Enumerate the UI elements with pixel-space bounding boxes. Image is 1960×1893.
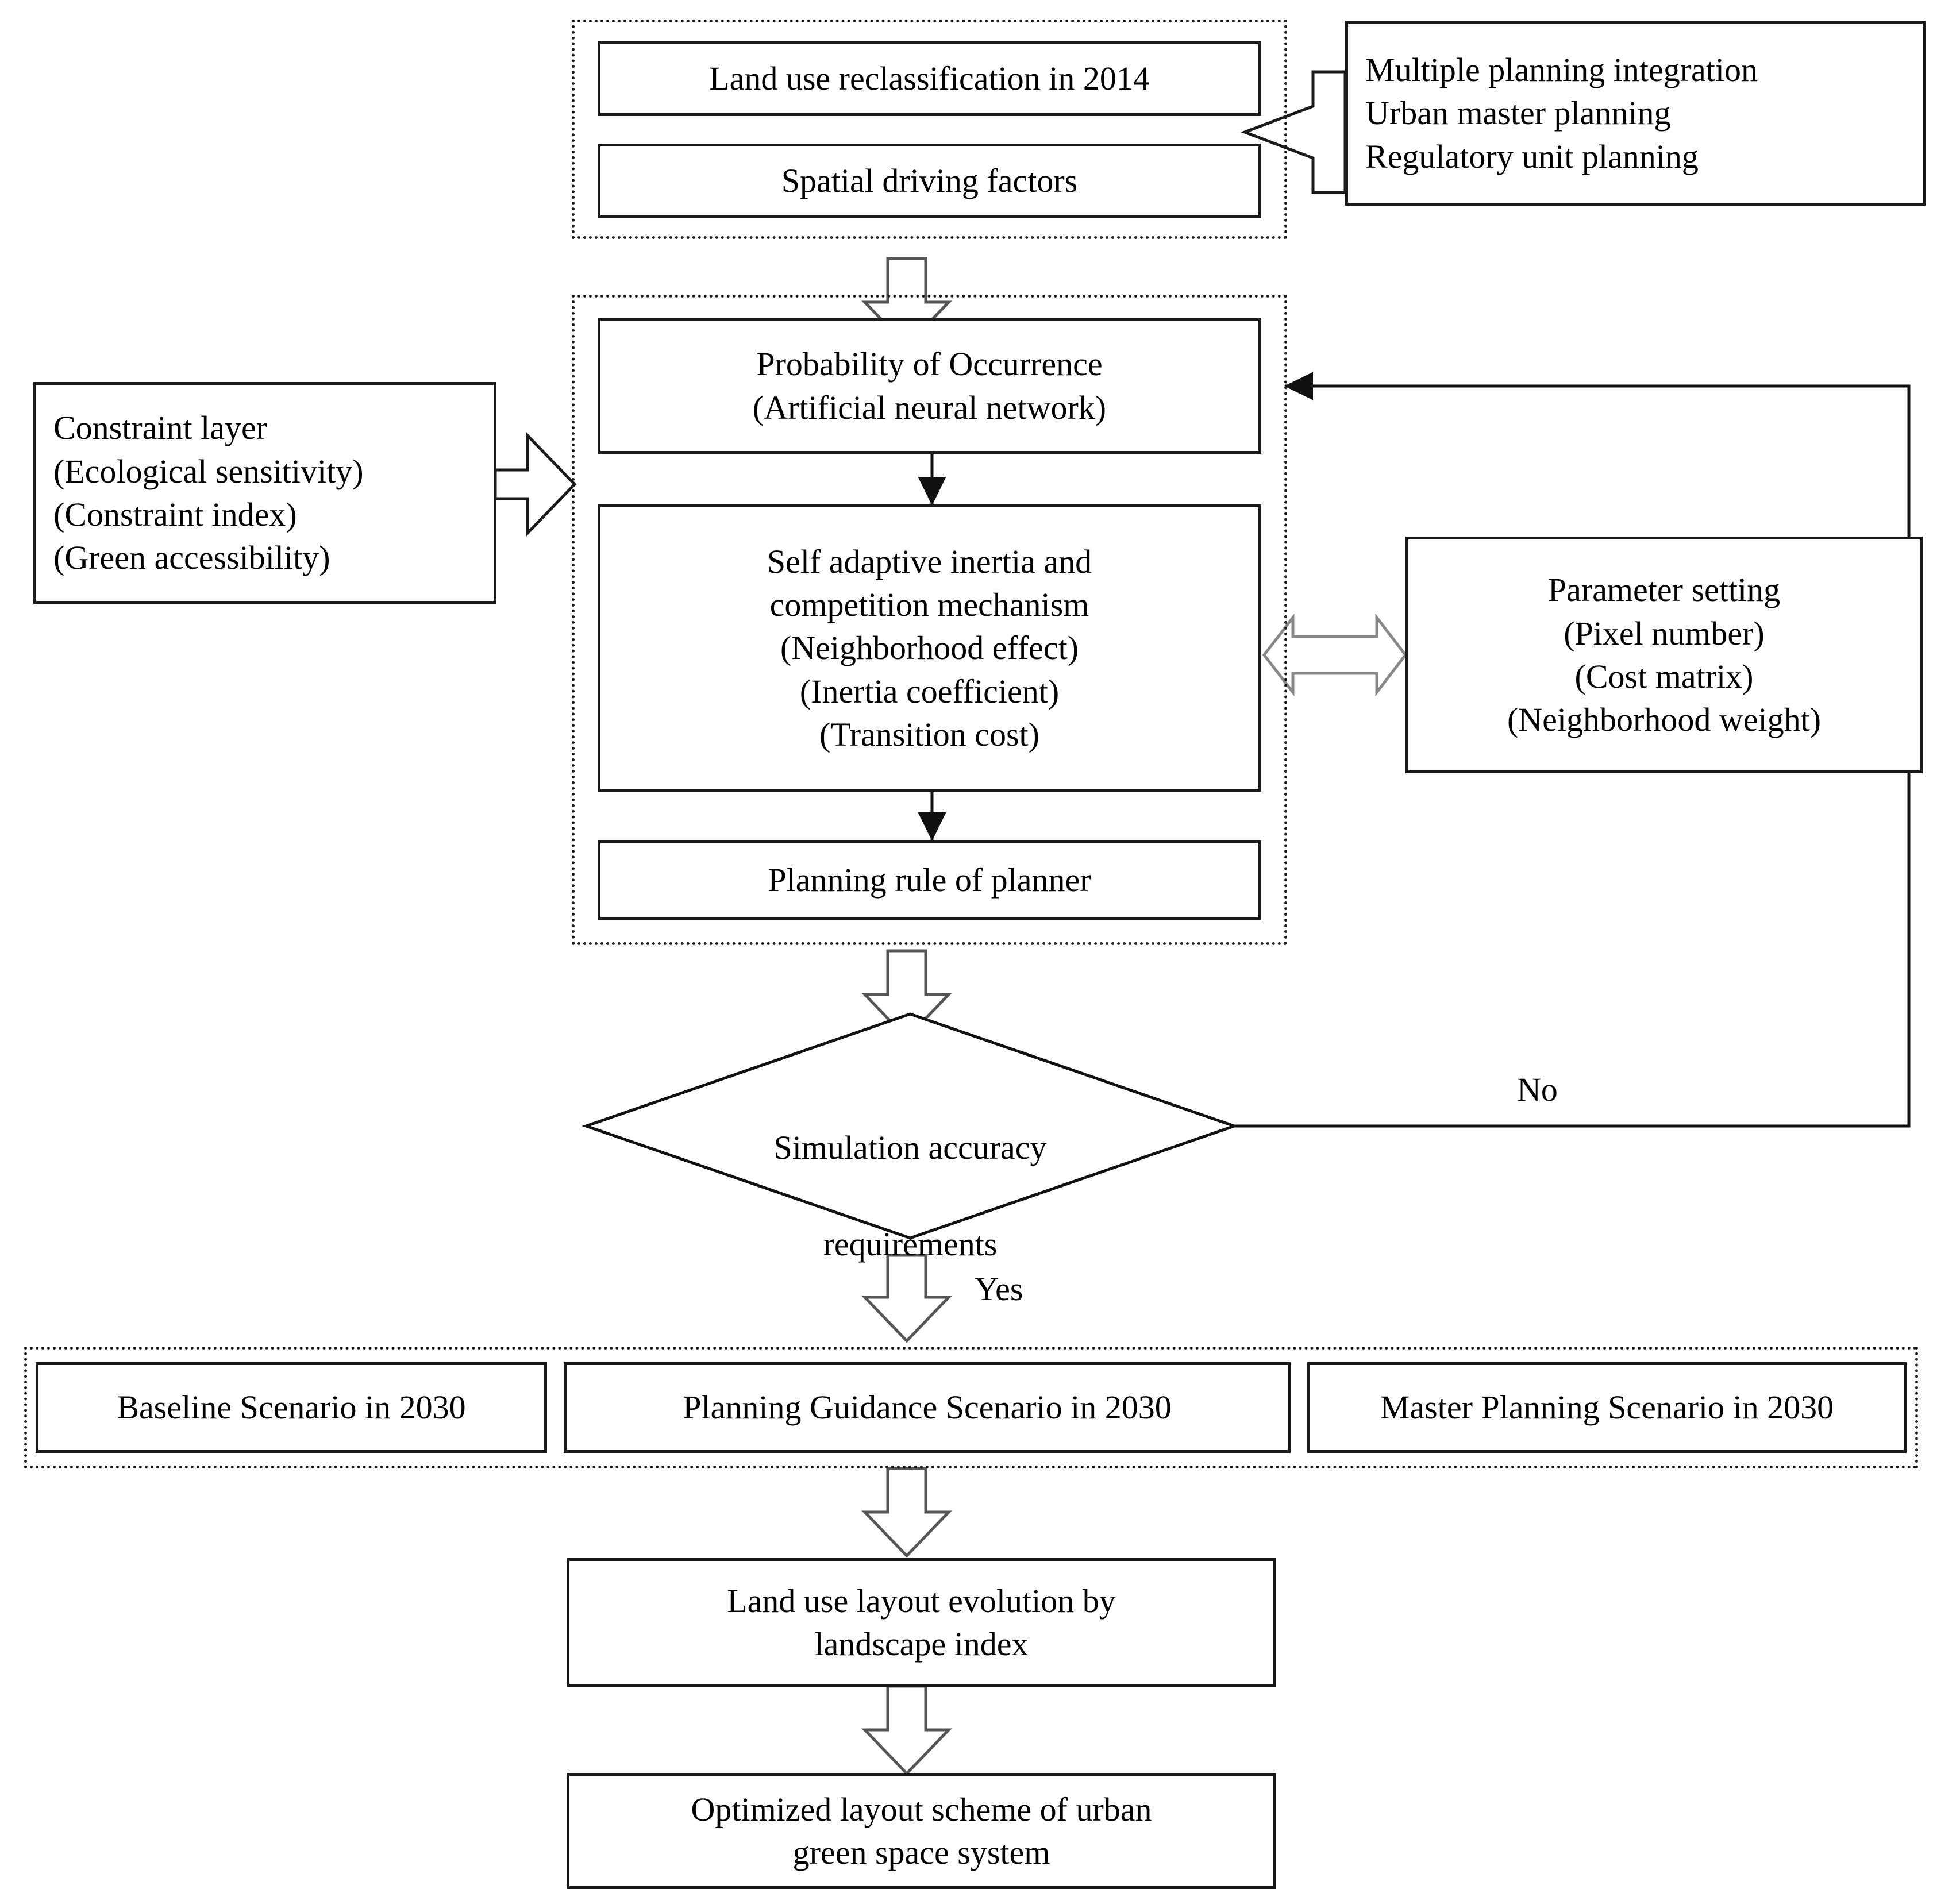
node-parameter-setting-line-1: Parameter setting <box>1547 571 1781 609</box>
decision-diamond-label-group: Simulation accuracy requirements <box>623 1075 1197 1317</box>
block-arrow-model-to-decision <box>861 949 952 1040</box>
node-spatial-driving-factors[interactable]: Spatial driving factors <box>598 144 1261 218</box>
node-planning-sources-line-2: Urban master planning <box>1365 94 1671 132</box>
node-scenario-baseline-label: Baseline Scenario in 2030 <box>117 1389 466 1427</box>
dotted-container-inputs <box>572 20 1287 239</box>
node-parameter-setting-line-4: (Neighborhood weight) <box>1507 701 1822 739</box>
dotted-container-model <box>572 295 1287 945</box>
node-scenario-baseline[interactable]: Baseline Scenario in 2030 <box>36 1362 547 1453</box>
edge-label-yes: Yes <box>975 1270 1023 1308</box>
node-mechanism-line-1: Self adaptive inertia and <box>767 542 1092 580</box>
node-landscape-index-line-1: Land use layout evolution by <box>727 1582 1116 1620</box>
node-scenario-planning-guidance-label: Planning Guidance Scenario in 2030 <box>683 1389 1172 1427</box>
node-constraint-layer-line-2: (Ecological sensitivity) <box>53 452 364 490</box>
edge-label-no: No <box>1517 1071 1558 1108</box>
node-scenario-master-planning[interactable]: Master Planning Scenario in 2030 <box>1307 1362 1907 1453</box>
node-parameter-setting[interactable]: Parameter setting (Pixel number) (Cost m… <box>1405 537 1923 773</box>
block-arrow-scenarios-to-landscape-index <box>861 1467 952 1558</box>
node-constraint-layer-line-4: (Green accessibility) <box>53 539 330 577</box>
node-probability-line-1: Probability of Occurrence <box>756 345 1103 383</box>
node-planning-rule-label: Planning rule of planner <box>768 861 1091 899</box>
node-landscape-index-evolution[interactable]: Land use layout evolution by landscape i… <box>567 1558 1276 1687</box>
node-self-adaptive-mechanism[interactable]: Self adaptive inertia and competition me… <box>598 504 1261 792</box>
block-arrow-landscape-index-to-optimized <box>861 1684 952 1776</box>
node-constraint-layer-line-1: Constraint layer <box>53 409 268 447</box>
node-constraint-layer-line-3: (Constraint index) <box>53 496 297 533</box>
node-landscape-index-line-2: landscape index <box>814 1625 1029 1663</box>
node-mechanism-line-4: (Inertia coefficient) <box>799 672 1060 710</box>
node-planning-sources-line-1: Multiple planning integration <box>1365 51 1758 88</box>
node-probability-line-2: (Artificial neural network) <box>752 388 1107 426</box>
node-optimized-layout-line-2: green space system <box>792 1834 1050 1871</box>
node-mechanism-line-5: (Transition cost) <box>819 716 1039 754</box>
node-scenario-planning-guidance[interactable]: Planning Guidance Scenario in 2030 <box>564 1362 1291 1453</box>
node-spatial-driving-factors-label: Spatial driving factors <box>781 162 1078 200</box>
node-optimized-layout-line-1: Optimized layout scheme of urban <box>691 1790 1152 1828</box>
node-planning-sources-line-3: Regulatory unit planning <box>1365 137 1699 175</box>
node-parameter-setting-line-3: (Cost matrix) <box>1574 658 1754 695</box>
node-constraint-layer[interactable]: Constraint layer (Ecological sensitivity… <box>33 382 496 604</box>
node-planning-sources[interactable]: Multiple planning integration Urban mast… <box>1345 21 1926 206</box>
decision-diamond-line-2: requirements <box>823 1225 998 1263</box>
node-probability-of-occurrence[interactable]: Probability of Occurrence (Artificial ne… <box>598 318 1261 454</box>
node-land-use-reclassification-label: Land use reclassification in 2014 <box>709 60 1150 98</box>
node-parameter-setting-line-2: (Pixel number) <box>1564 614 1765 652</box>
decision-diamond-line-1: Simulation accuracy <box>773 1129 1047 1167</box>
dotted-container-scenarios <box>24 1347 1918 1468</box>
node-planning-rule-of-planner[interactable]: Planning rule of planner <box>598 840 1261 920</box>
node-mechanism-line-3: (Neighborhood effect) <box>780 629 1079 667</box>
block-arrow-constraint-to-model <box>494 431 577 537</box>
node-scenario-master-planning-label: Master Planning Scenario in 2030 <box>1380 1389 1834 1427</box>
node-land-use-reclassification[interactable]: Land use reclassification in 2014 <box>598 41 1261 116</box>
node-optimized-layout-scheme[interactable]: Optimized layout scheme of urban green s… <box>567 1773 1276 1889</box>
node-mechanism-line-2: competition mechanism <box>769 585 1089 623</box>
